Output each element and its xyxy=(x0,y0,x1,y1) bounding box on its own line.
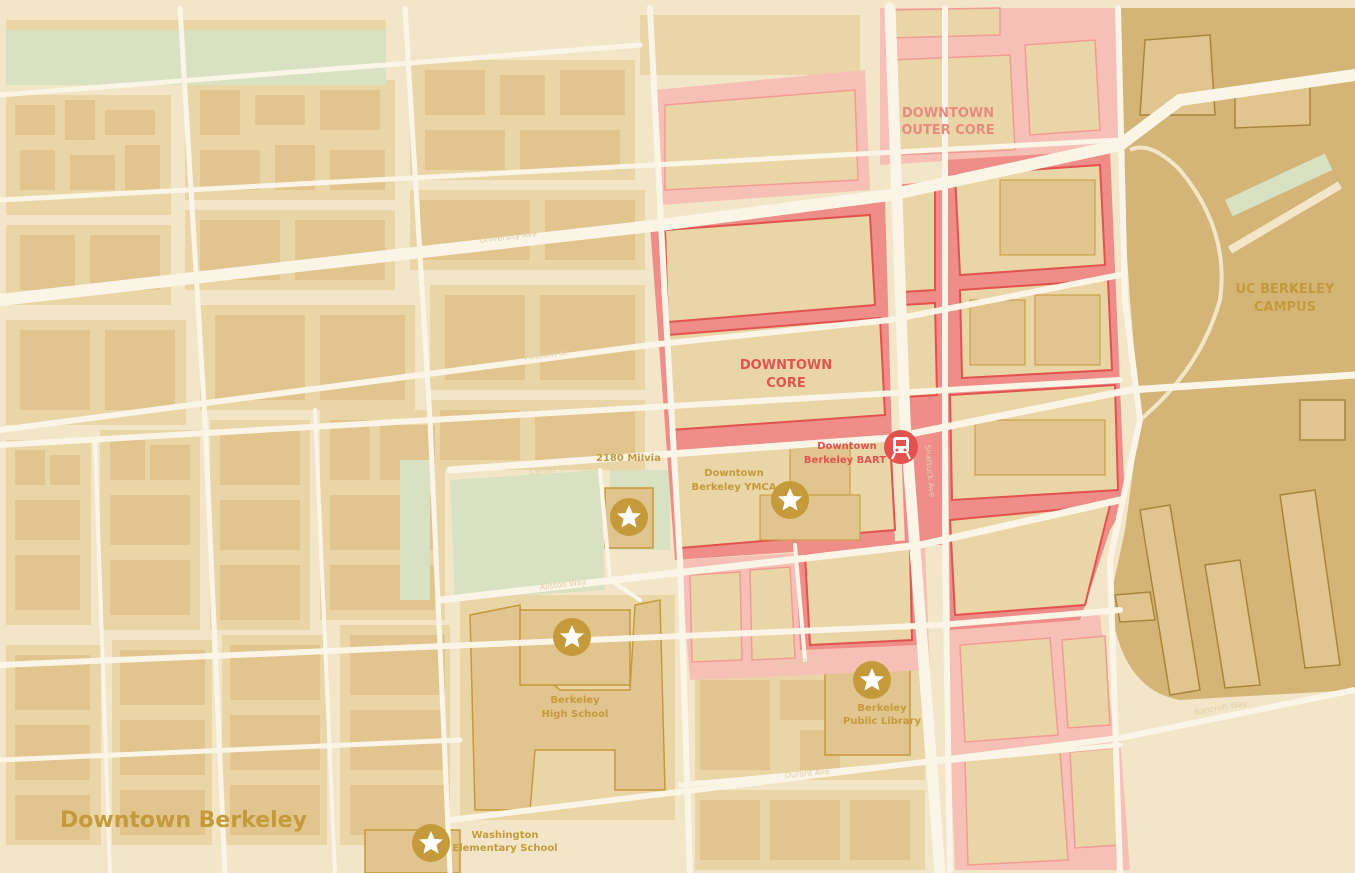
svg-text:Berkeley YMCA: Berkeley YMCA xyxy=(692,482,777,493)
street-label-kittredge: Kittredge St xyxy=(774,655,822,668)
star-icon xyxy=(853,661,891,699)
landmark-milvia[interactable]: 2180 Milvia xyxy=(596,453,661,536)
map-title: Downtown Berkeley xyxy=(60,808,307,833)
landmark-bhs[interactable]: Berkeley High School xyxy=(542,618,609,720)
outer-core-blocks xyxy=(664,7,1121,866)
svg-text:High School: High School xyxy=(542,709,609,720)
bart-station[interactable]: Downtown Berkeley BART xyxy=(804,430,918,466)
buildings xyxy=(15,70,910,860)
svg-text:CORE: CORE xyxy=(766,376,805,391)
street-label-durant: Durant Ave xyxy=(784,767,830,780)
svg-text:Berkeley BART: Berkeley BART xyxy=(804,455,886,466)
svg-text:CAMPUS: CAMPUS xyxy=(1254,300,1316,315)
svg-text:2180 Milvia: 2180 Milvia xyxy=(596,453,661,464)
svg-text:UC BERKELEY: UC BERKELEY xyxy=(1236,282,1336,297)
svg-text:DOWNTOWN: DOWNTOWN xyxy=(740,358,832,373)
campus-label: UC BERKELEY CAMPUS xyxy=(1236,282,1336,315)
park-areas xyxy=(6,10,1030,600)
landmark-library[interactable]: Berkeley Public Library xyxy=(843,661,921,727)
star-icon xyxy=(553,618,591,656)
landmark-ymca[interactable]: Downtown Berkeley YMCA xyxy=(692,468,809,519)
svg-text:Downtown: Downtown xyxy=(817,441,877,452)
star-icon xyxy=(412,824,450,862)
core-label: DOWNTOWN CORE xyxy=(740,358,832,391)
svg-text:Washington: Washington xyxy=(472,830,539,841)
svg-text:Public Library: Public Library xyxy=(843,716,921,727)
svg-text:Elementary School: Elementary School xyxy=(452,843,557,854)
landmark-washington[interactable]: Washington Elementary School xyxy=(412,824,558,862)
star-icon xyxy=(771,481,809,519)
campus-area xyxy=(1110,8,1355,700)
svg-text:Berkeley: Berkeley xyxy=(550,695,600,706)
train-icon xyxy=(884,430,918,464)
svg-text:Downtown: Downtown xyxy=(704,468,764,479)
outer-core-label: DOWNTOWN OUTER CORE xyxy=(901,106,994,138)
star-icon xyxy=(610,498,648,536)
svg-text:DOWNTOWN: DOWNTOWN xyxy=(902,106,994,121)
core-buildings xyxy=(759,179,1106,541)
svg-text:Berkeley: Berkeley xyxy=(857,703,907,714)
svg-text:OUTER CORE: OUTER CORE xyxy=(901,123,994,138)
